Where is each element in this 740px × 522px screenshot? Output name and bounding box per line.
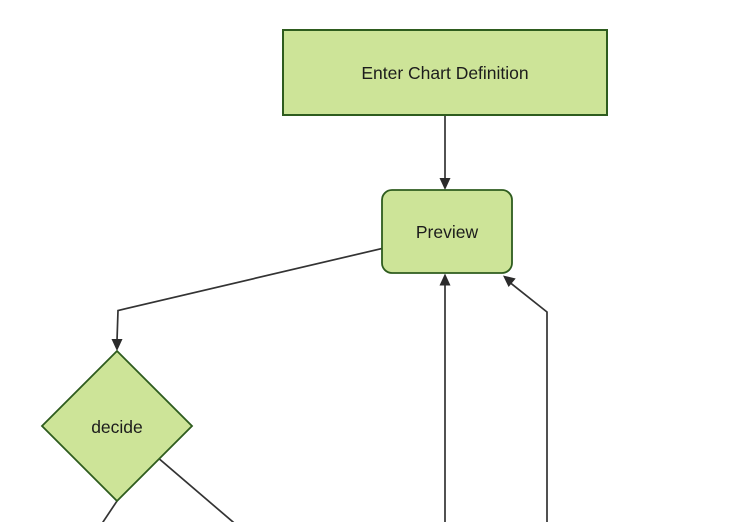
edge-decide-offscreen-right bbox=[158, 458, 235, 522]
arrowhead-offscreen-to-preview-corner bbox=[503, 275, 516, 287]
enter-chart-definition-shape bbox=[282, 29, 608, 116]
edge-offscreen-to-preview-corner bbox=[506, 279, 548, 522]
edge-preview-to-decide bbox=[116, 247, 384, 342]
node-decide: decide bbox=[40, 349, 194, 503]
arrowhead-offscreen-to-preview-bottom bbox=[439, 273, 451, 286]
edge-decide-offscreen-left bbox=[101, 499, 119, 522]
enter-chart-definition-label: Enter Chart Definition bbox=[361, 63, 528, 83]
decide-shape bbox=[40, 349, 194, 503]
arrowhead-preview-to-decide bbox=[111, 339, 123, 351]
decide-label: decide bbox=[91, 417, 143, 437]
node-preview: Preview bbox=[381, 189, 513, 274]
arrowhead-enter-to-preview bbox=[439, 178, 451, 190]
node-enter-chart-definition: Enter Chart Definition bbox=[282, 29, 608, 116]
edge-layer bbox=[101, 114, 548, 522]
preview-shape bbox=[381, 189, 513, 274]
preview-label: Preview bbox=[416, 222, 479, 242]
